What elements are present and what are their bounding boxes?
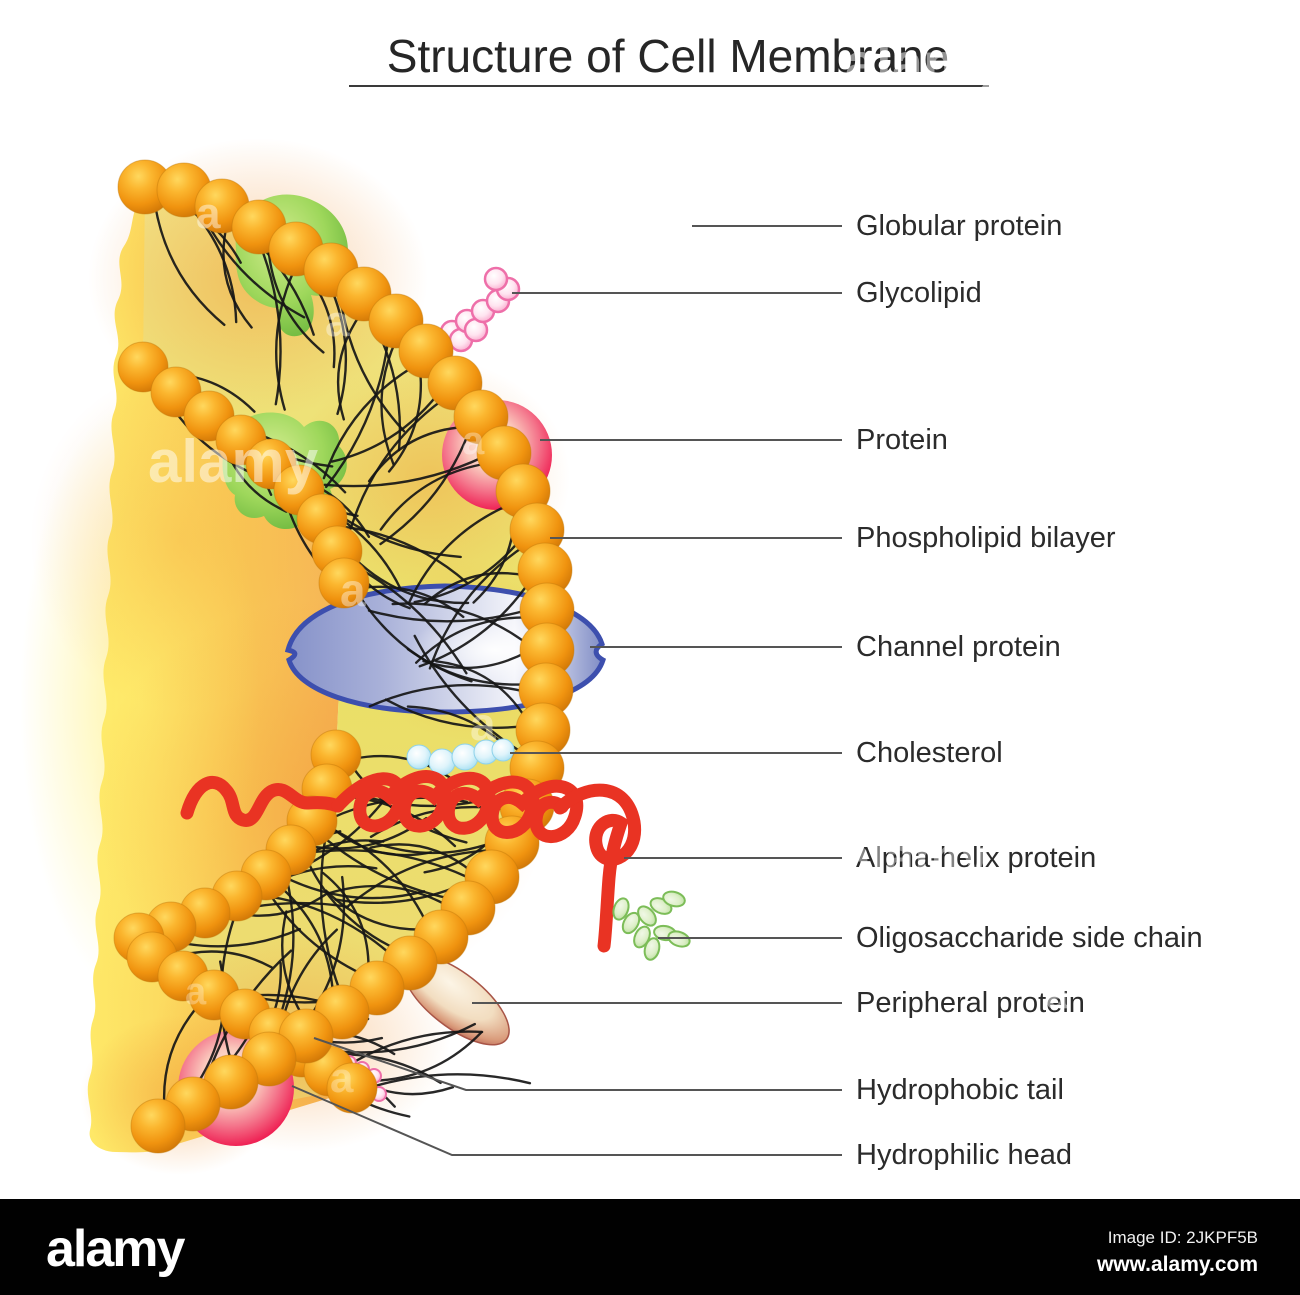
- hydrophobic-tail-line: [384, 698, 525, 729]
- label-hydrophobic-tail: Hydrophobic tail: [856, 1074, 1064, 1106]
- hydrophobic-tail-line: [345, 1030, 484, 1068]
- hydrophobic-tail-line: [324, 889, 424, 931]
- hydrophobic-tail-line: [322, 365, 415, 480]
- hydrophobic-tail-line: [153, 203, 226, 326]
- phospholipid-head: [318, 557, 370, 609]
- glycolipid-chain: [425, 266, 521, 357]
- hydrophobic-tail-line: [325, 338, 390, 489]
- label-oligosaccharide-side-chain: Oligosaccharide side chain: [856, 922, 1203, 954]
- hydrophobic-tail-line: [369, 843, 474, 874]
- callout-phospholipid-bilayer: Phospholipid bilayer: [550, 522, 1116, 554]
- hydrophobic-tail-line: [367, 1031, 483, 1083]
- label-alpha-helix-protein: Alpha-helix protein: [856, 842, 1096, 874]
- hydrophobic-tail-line: [330, 392, 440, 463]
- hydrophobic-tail-line: [323, 455, 486, 488]
- watermarks: alamy alamy alamy a a a a a a a a: [148, 31, 1069, 1101]
- hydrophobic-tail-line: [282, 875, 426, 900]
- hydrophobic-tail-line: [418, 581, 531, 668]
- label-peripheral-protein: Peripheral protein: [856, 987, 1085, 1019]
- watermark: a: [196, 189, 221, 238]
- label-phospholipid-bilayer: Phospholipid bilayer: [856, 522, 1116, 554]
- hydrophobic-tail-line: [352, 556, 470, 605]
- label-channel-protein: Channel protein: [856, 631, 1061, 663]
- page-title: Structure of Cell Membrane: [387, 30, 949, 82]
- watermark: a: [470, 698, 496, 750]
- watermark: a: [340, 564, 366, 616]
- watermark: alamy: [845, 31, 1004, 94]
- label-cholesterol: Cholesterol: [856, 737, 1003, 769]
- watermark: a: [1046, 973, 1069, 1017]
- hydrophobic-tail-line: [357, 592, 473, 683]
- hydrophobic-tail-line: [337, 525, 468, 584]
- hydrophobic-tail-line: [367, 608, 529, 623]
- callout-channel-protein: Channel protein: [590, 631, 1061, 663]
- callout-alpha-helix-protein: Alpha-helix protein: [624, 842, 1096, 874]
- hydrophobic-tail-line: [428, 544, 526, 670]
- hydrophobic-tail-line: [222, 224, 253, 329]
- alamy-logo: alamy: [46, 1220, 186, 1278]
- hydrophobic-tail-line: [379, 431, 470, 546]
- hydrophobic-tail-line: [321, 871, 370, 972]
- leader-line: [291, 1085, 842, 1156]
- hydrophobic-tail-line: [367, 425, 465, 483]
- label-glycolipid: Glycolipid: [856, 277, 982, 309]
- callout-protein: Protein: [540, 424, 948, 456]
- title-block: Structure of Cell Membrane: [349, 30, 989, 87]
- hydrophobic-tail-line: [162, 1003, 201, 1109]
- hydrophobic-tail-line: [422, 650, 529, 670]
- hydrophobic-tail-line: [379, 462, 489, 531]
- label-protein: Protein: [856, 424, 948, 456]
- watermark: alamy: [842, 828, 990, 886]
- label-hydrophilic-head: Hydrophilic head: [856, 1139, 1072, 1171]
- callout-peripheral-protein: Peripheral protein: [472, 987, 1085, 1019]
- callouts: Globular protein Glycolipid Protein Phos…: [291, 210, 1203, 1171]
- hydrophobic-tail-line: [368, 1073, 532, 1089]
- phospholipid-head: [130, 1098, 186, 1154]
- watermark: a: [462, 419, 485, 463]
- hydrophobic-tail-line: [415, 616, 530, 664]
- footer-bar: alamy Image ID: 2JKPF5B www.alamy.com: [0, 1199, 1300, 1295]
- hydrophobic-tail-line: [275, 267, 296, 411]
- hydrophobic-tail-line: [330, 288, 348, 416]
- hydrophobic-tail-line: [276, 883, 335, 996]
- hydrophobic-tail-line: [336, 312, 362, 421]
- phospholipid-head: [326, 1062, 378, 1114]
- watermark: alamy: [148, 428, 319, 495]
- watermark: a: [330, 1054, 354, 1101]
- hydrophobic-tail-line: [380, 339, 397, 466]
- callout-cholesterol: Cholesterol: [510, 737, 1003, 769]
- callout-glycolipid: Glycolipid: [512, 277, 982, 309]
- watermark: a: [185, 971, 207, 1013]
- callout-hydrophilic-head: Hydrophilic head: [291, 1085, 1072, 1171]
- hydrophobic-tail-line: [307, 849, 467, 878]
- watermark: a: [325, 297, 350, 346]
- alpha-helix-protein: [180, 770, 642, 953]
- alamy-url: www.alamy.com: [1096, 1253, 1258, 1276]
- hydrophobic-tail-line: [347, 849, 495, 907]
- hydrophobic-tail-line: [281, 910, 305, 1018]
- cholesterol-beads: [406, 738, 515, 776]
- hydrophobic-tail-line: [266, 243, 325, 354]
- label-globular-protein: Globular protein: [856, 210, 1062, 242]
- hydrophobic-tail-line: [360, 585, 465, 619]
- hydrophobic-tail-line: [408, 503, 510, 604]
- hydrophobic-tail-line: [435, 660, 528, 721]
- hydrophobic-tail-line: [423, 571, 527, 606]
- leader-line: [313, 1037, 842, 1091]
- hydrophobic-tail-line: [349, 398, 445, 530]
- callout-globular-protein: Globular protein: [692, 210, 1062, 242]
- image-id: Image ID: 2JKPF5B: [1108, 1228, 1258, 1247]
- callout-oligosaccharide-side-chain: Oligosaccharide side chain: [658, 922, 1203, 954]
- callout-hydrophobic-tail: Hydrophobic tail: [313, 1037, 1064, 1106]
